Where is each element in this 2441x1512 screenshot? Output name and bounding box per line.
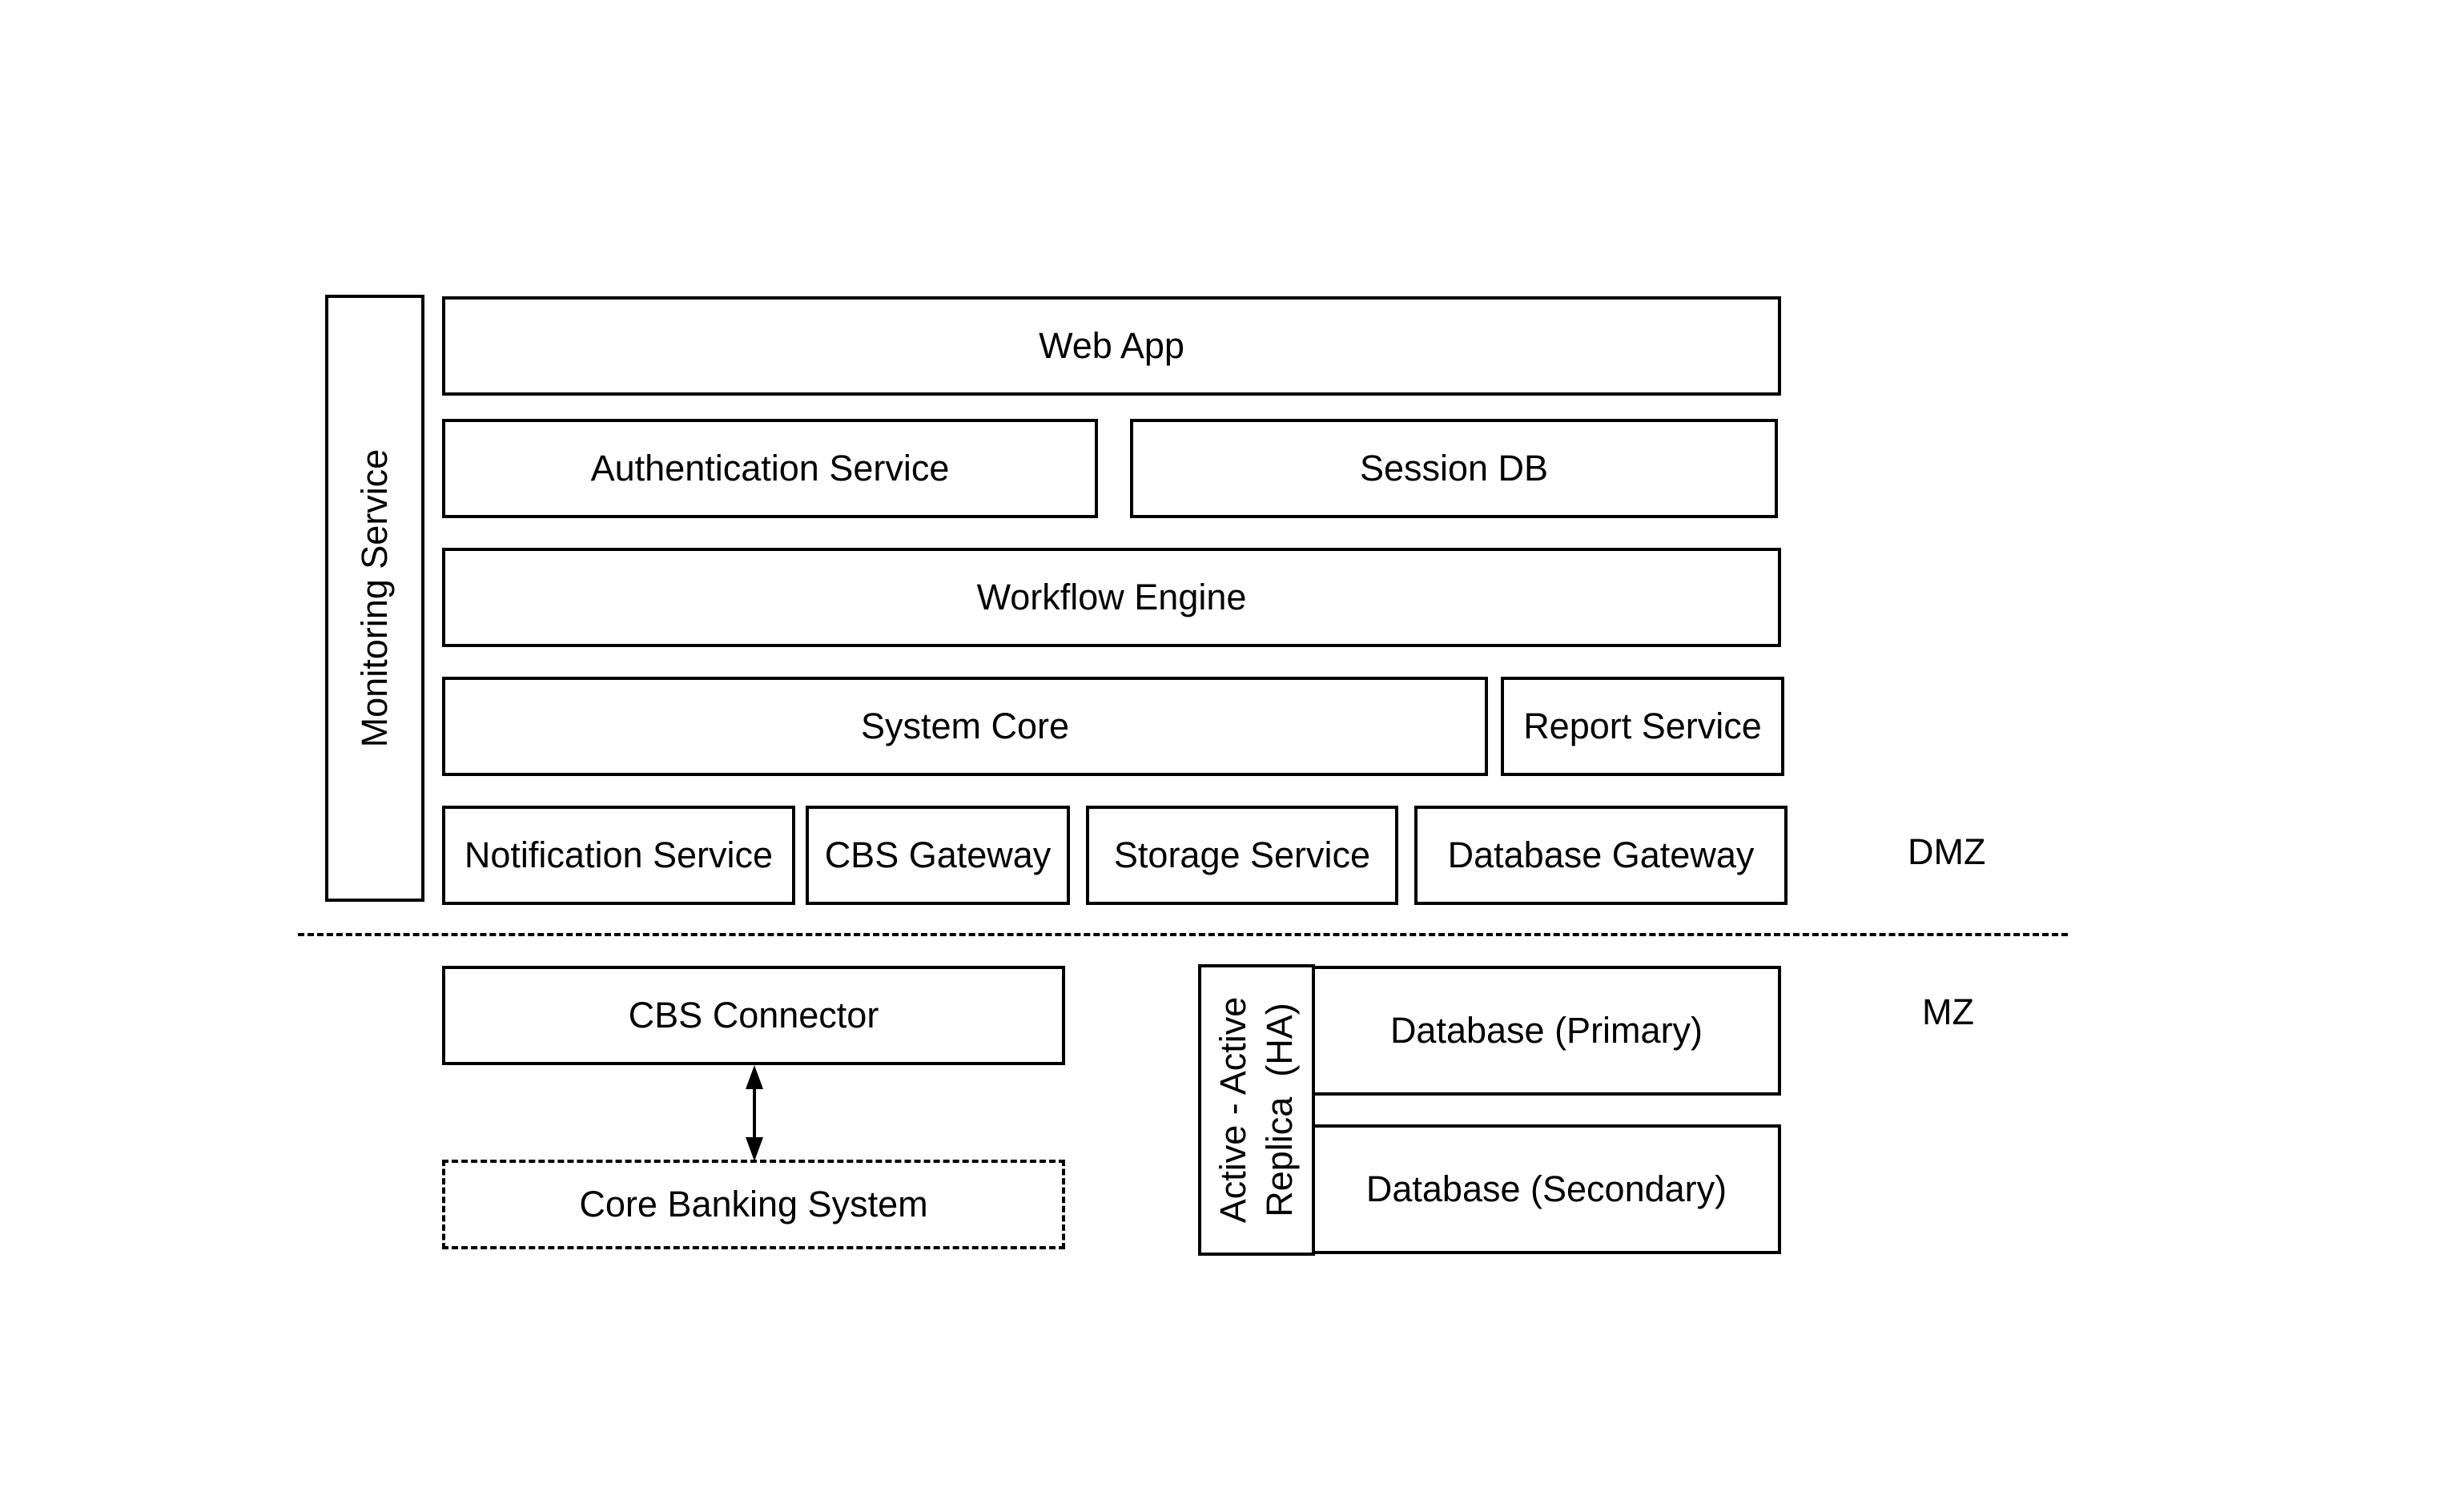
cbs-connector-box: CBS Connector <box>442 966 1065 1065</box>
database-secondary-box: Database (Secondary) <box>1312 1124 1781 1254</box>
monitoring-service-box <box>325 295 424 902</box>
core-banking-system-box: Core Banking System <box>442 1160 1065 1249</box>
bidirectional-arrow <box>746 1065 763 1161</box>
monitoring-service-label: Monitoring Service <box>353 448 395 748</box>
authentication-service-box: Authentication Service <box>442 419 1098 518</box>
database-gateway-box: Database Gateway <box>1414 806 1788 905</box>
mz-zone-label: MZ <box>1922 991 1974 1032</box>
notification-service-box: Notification Service <box>442 806 795 905</box>
system-core-box: System Core <box>442 677 1488 776</box>
cbs-gateway-box: CBS Gateway <box>806 806 1070 905</box>
dmz-zone-label: DMZ <box>1908 831 1986 872</box>
report-service-box: Report Service <box>1501 677 1784 776</box>
zone-divider <box>298 933 2068 936</box>
storage-service-box: Storage Service <box>1086 806 1398 905</box>
active-active-replica-box <box>1198 964 1315 1256</box>
web-app-box: Web App <box>442 296 1781 396</box>
session-db-box: Session DB <box>1130 419 1778 518</box>
database-primary-box: Database (Primary) <box>1312 966 1781 1096</box>
replica-label-line1: Active - Active <box>1212 996 1253 1224</box>
workflow-engine-box: Workflow Engine <box>442 548 1781 647</box>
replica-label-line2: Replica (HA) <box>1259 1003 1300 1217</box>
active-active-replica-label: Active - Active Replica (HA) <box>1212 966 1301 1254</box>
